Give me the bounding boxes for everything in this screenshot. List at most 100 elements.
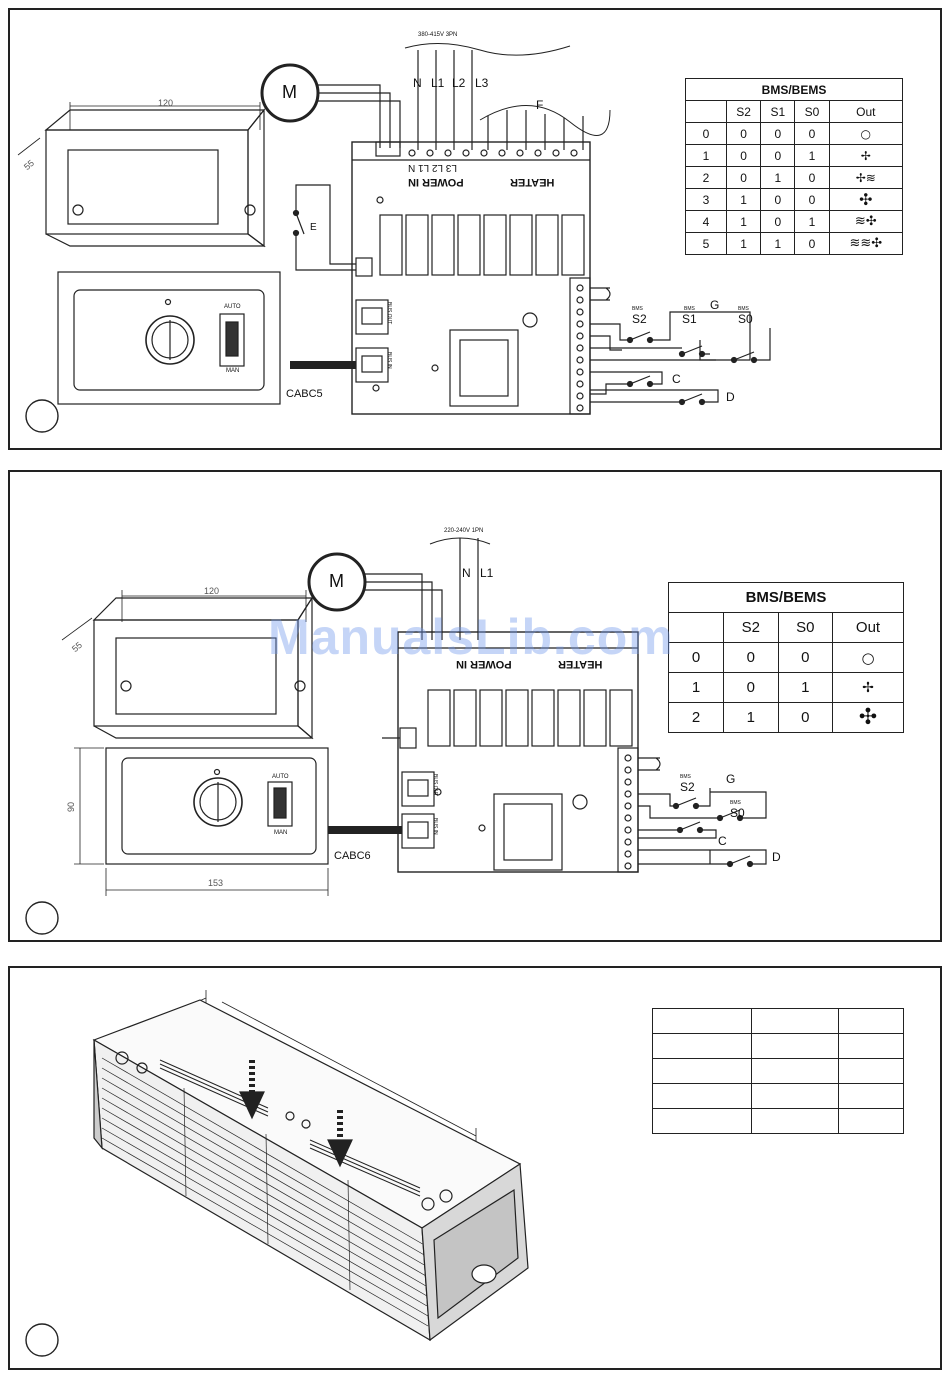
row-index: 0 (685, 122, 727, 145)
phase-label-l1: L1 (480, 566, 494, 580)
fan-high-icon: ✣ (832, 702, 904, 733)
cell-s2: 1 (725, 210, 762, 233)
switch-bms-small-1: BMS (680, 774, 691, 780)
cabc5-housing (57, 271, 281, 405)
bus-out-connector (401, 771, 435, 807)
supply-voltage-label: 220-240V 1PN (444, 528, 484, 534)
wiring-diagram-3ph (17, 42, 771, 433)
motor-label: M (282, 82, 297, 102)
switch-bms-small-3: BMS (738, 306, 749, 312)
dim-bottom-label: 153 (208, 878, 224, 888)
switch-bms-small-1: BMS (632, 306, 643, 312)
switch-s0-label: S0 (730, 806, 745, 820)
power-in-label: POWER IN (408, 176, 464, 188)
group-d-label: D (772, 850, 781, 864)
step-circle-1 (25, 399, 59, 433)
mounting-arrow-2 (327, 1110, 353, 1168)
phase-label-l2: L2 (452, 76, 466, 90)
step-circle-2 (25, 901, 59, 935)
table-cell (652, 1108, 752, 1134)
group-c-label: C (672, 372, 681, 386)
table-cell (652, 1083, 752, 1109)
cell-s1: 1 (760, 166, 796, 189)
bms-header-s1: S1 (760, 100, 796, 123)
bms-header-out: Out (832, 612, 904, 643)
cell-s0: 0 (777, 642, 834, 673)
table-cell (652, 1008, 752, 1034)
dim-width-label: 120 (158, 98, 174, 108)
cabc6-housing (105, 747, 329, 865)
bus-out-connector (355, 299, 389, 335)
motor-terminal (375, 141, 401, 157)
blank-data-table (652, 1008, 904, 1134)
row-index: 2 (685, 166, 727, 189)
cell-s0: 0 (777, 702, 834, 733)
cabc5-knob (145, 315, 195, 365)
switch-man-label: MAN (226, 368, 240, 374)
group-g-label: G (726, 772, 736, 786)
fan-high-icon: ✣ (828, 188, 904, 211)
row-index: 2 (668, 702, 724, 733)
phase-label-l1: L1 (431, 76, 445, 90)
switch-auto-label: AUTO (272, 774, 289, 780)
heat-fan-low-icon: ✢≋ (828, 166, 904, 189)
cell-s2: 0 (723, 672, 779, 703)
panel-3-phase-wiring: 380-415V 3PN N L1 L2 L3 F M POWER IN L3 … (8, 8, 942, 450)
unit-grille (101, 1057, 429, 1327)
mounting-frame (61, 590, 314, 740)
switch-bms-small-2: BMS (730, 800, 741, 806)
dim-height-label: 90 (66, 801, 77, 813)
switch-s0-label: S0 (738, 312, 753, 326)
transformer (449, 329, 519, 407)
bms-table-title: BMS/BEMS (685, 78, 903, 101)
table-cell (751, 1058, 839, 1084)
phase-label-l3: L3 (475, 76, 489, 90)
enable-terminal (399, 727, 417, 749)
bms-header-index (668, 612, 724, 643)
cell-s2: 0 (723, 642, 779, 673)
bus-in-label: BUS IN (386, 352, 392, 369)
cell-s2: 0 (725, 144, 762, 167)
table-cell (751, 1108, 839, 1134)
bus-out-label: BUS OUT (432, 774, 438, 797)
switch-auto-label: AUTO (224, 304, 241, 310)
switch-bms-small-2: BMS (684, 306, 695, 312)
cell-s0: 1 (794, 144, 830, 167)
heat-fan-max-icon: ≋≋✣ (828, 232, 904, 255)
table-cell (751, 1008, 839, 1034)
cell-s0: 1 (794, 210, 830, 233)
fan-low-icon: ✢ (832, 672, 904, 703)
phase-label-n: N (462, 566, 471, 580)
group-g-label: G (710, 298, 720, 312)
bms-header-index (685, 100, 727, 123)
fan-low-icon: ✢ (828, 144, 904, 167)
fuse-label: F (536, 98, 544, 112)
switch-s2-label: S2 (632, 312, 647, 326)
control-model-label: CABC6 (334, 850, 371, 862)
relay-bank (427, 689, 633, 747)
phase-label-n: N (413, 76, 422, 90)
watermark-text: ManualsLib.com (268, 609, 674, 665)
panel-1-phase-wiring: 220-240V 1PN N L1 M POWER IN HEATER CABC… (8, 470, 942, 942)
relay-bank (379, 214, 585, 276)
transformer (493, 793, 563, 871)
dim-width-label: 120 (204, 586, 220, 596)
table-cell (838, 1008, 904, 1034)
heat-fan-high-icon: ≋✣ (828, 210, 904, 233)
control-model-label: CABC5 (286, 388, 323, 400)
bms-header-s0: S0 (777, 612, 834, 643)
table-cell (838, 1108, 904, 1134)
right-terminal-block (569, 277, 591, 415)
row-index: 0 (668, 642, 724, 673)
table-cell (838, 1083, 904, 1109)
cell-s0: 1 (777, 672, 834, 703)
